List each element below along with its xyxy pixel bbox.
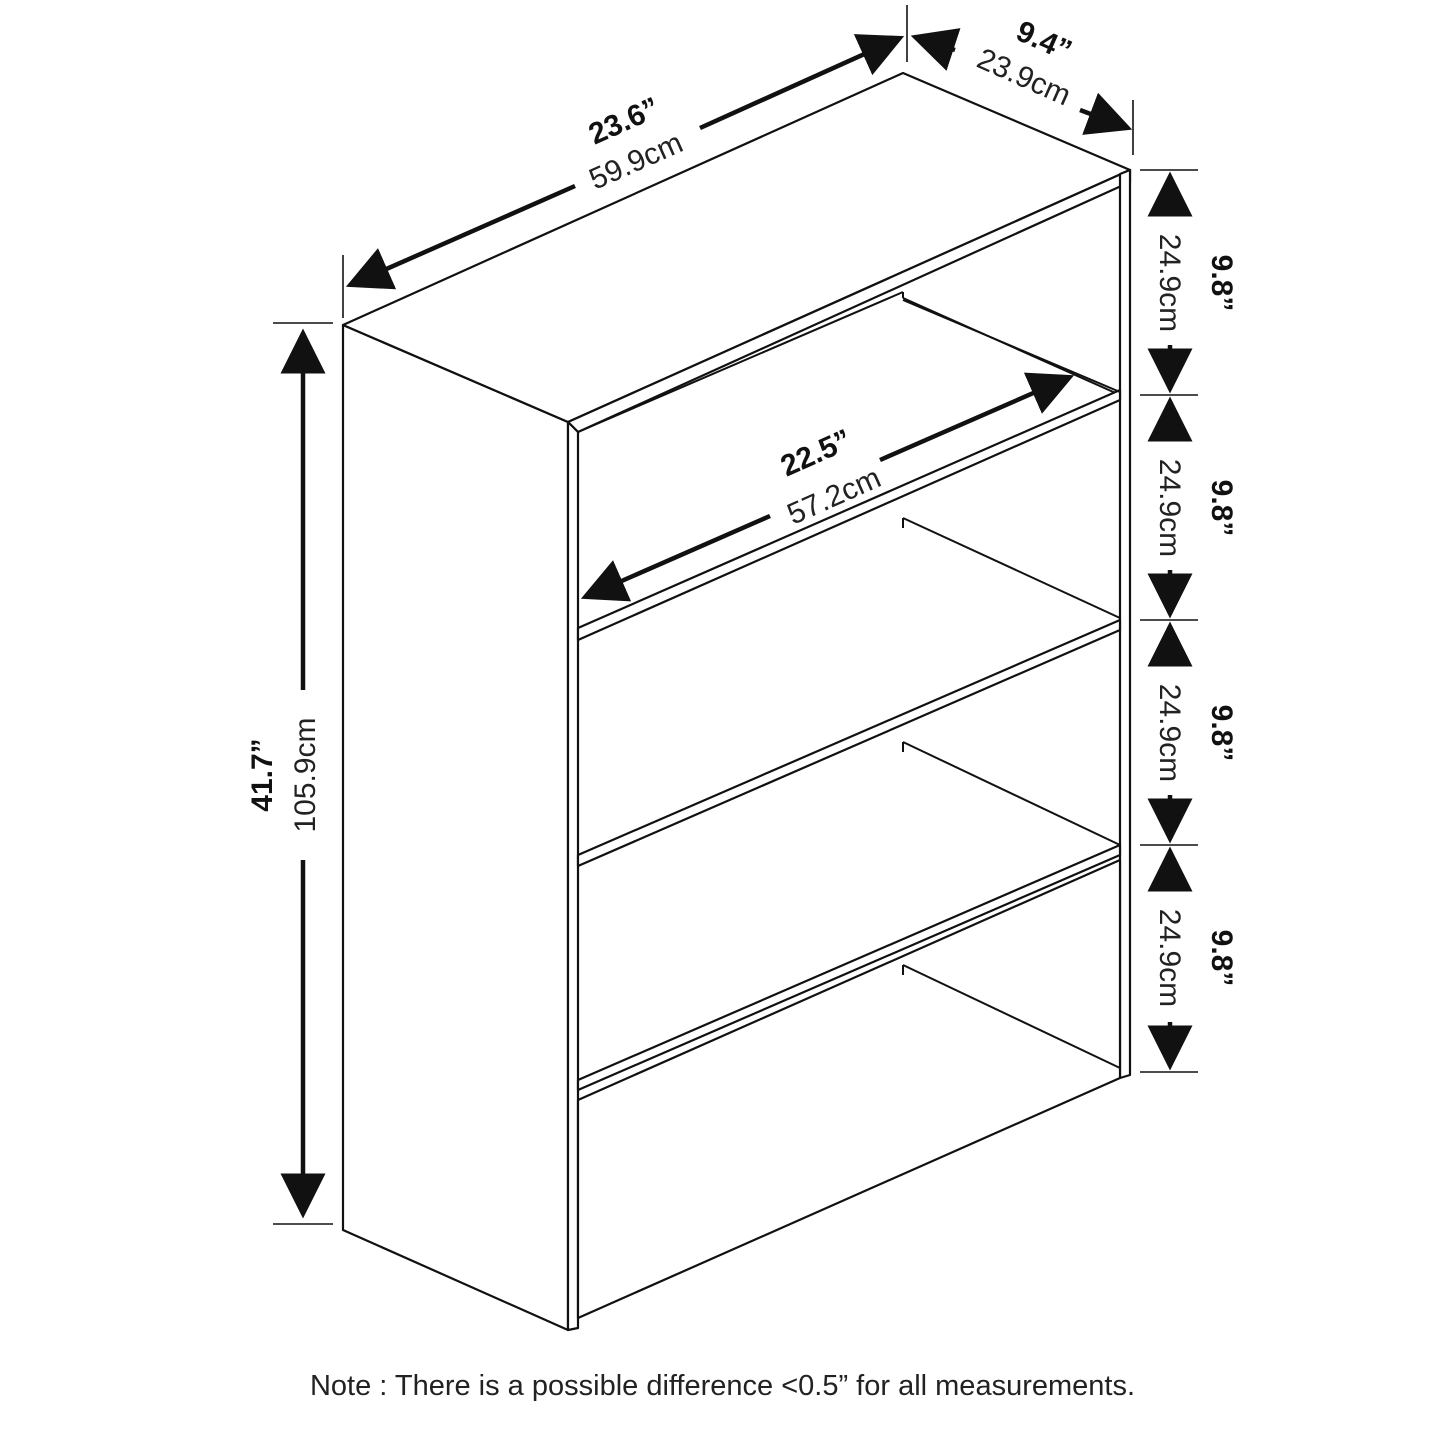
- bookcase-drawing: [341, 71, 1132, 1332]
- shelf-gap-1-cm: 24.9cm: [1153, 234, 1186, 332]
- shelf-gap-3-inch: 9.8”: [1205, 705, 1238, 762]
- front-left-stile: [566, 420, 580, 1332]
- shelf-gap-2-inch: 9.8”: [1205, 480, 1238, 537]
- shelf-gap-1-inch: 9.8”: [1205, 255, 1238, 312]
- shelf-2: [576, 517, 1122, 868]
- shelf-gap-1: 9.8” 24.9cm: [1147, 171, 1238, 394]
- shelf-gap-4-cm: 24.9cm: [1153, 909, 1186, 1007]
- shelf-3: [576, 741, 1122, 1092]
- shelf-4: [902, 964, 1121, 1069]
- shelf-1: [576, 291, 1122, 642]
- shelf-gap-3: 9.8” 24.9cm: [1147, 621, 1238, 844]
- shelf-gap-2-cm: 24.9cm: [1153, 459, 1186, 557]
- shelf-gap-dimensions: 9.8” 24.9cm 9.8” 24.9cm 9.8” 24.9cm 9.8”…: [1140, 169, 1238, 1073]
- shelf-gap-2: 9.8” 24.9cm: [1147, 396, 1238, 619]
- height-dimension: 41.7” 105.9cm: [246, 322, 333, 1225]
- measurement-note: Note : There is a possible difference <0…: [309, 1370, 1136, 1402]
- front-right-stile: [1118, 168, 1132, 1080]
- shelf-gap-4-inch: 9.8”: [1205, 930, 1238, 987]
- shelf-gap-4: 9.8” 24.9cm: [1147, 846, 1238, 1071]
- side-panel: [341, 323, 570, 1332]
- inner-width-dimension: 22.5” 57.2cm: [580, 372, 1075, 602]
- height-inch-label: 41.7”: [246, 738, 279, 811]
- bottom-base: [576, 858, 1122, 1320]
- height-cm-label: 105.9cm: [289, 717, 322, 832]
- shelf-gap-3-cm: 24.9cm: [1153, 684, 1186, 782]
- top-panel: [341, 71, 1132, 424]
